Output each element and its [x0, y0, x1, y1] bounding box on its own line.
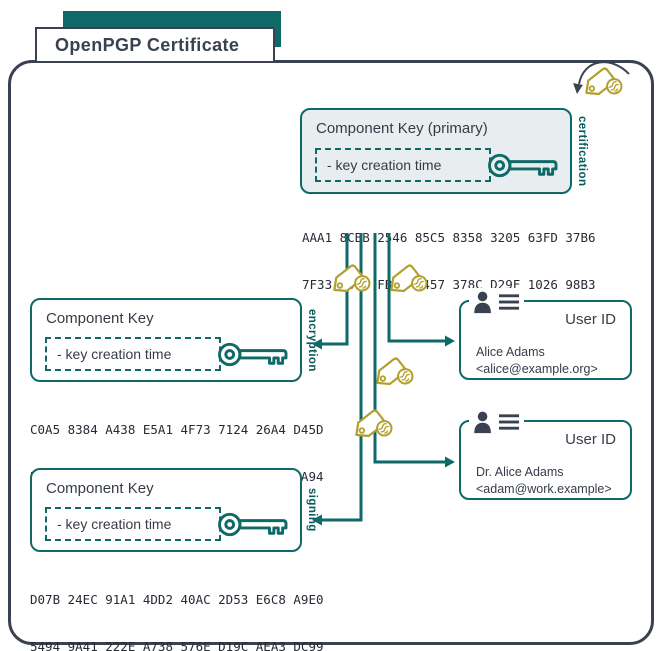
encryption-fingerprint-line1: C0A5 8384 A438 E5A1 4F73 7124 26A4 D45D	[30, 422, 324, 437]
encryption-key-creation-time: - key creation time	[45, 337, 221, 371]
user-id-name: Dr. Alice Adams	[476, 465, 564, 479]
signing-fingerprint-line2: 5494 9A41 222E A738 576E D19C AEA3 DC99	[30, 638, 324, 651]
encryption-key-box: Component Key - key creation time	[30, 298, 302, 382]
key-icon	[218, 342, 288, 367]
key-icon	[488, 153, 558, 178]
encryption-key-label: Component Key	[46, 310, 154, 327]
primary-key-box: Component Key (primary) - key creation t…	[300, 108, 572, 194]
signing-key-label: Component Key	[46, 480, 154, 497]
signing-key-box: Component Key - key creation time	[30, 468, 302, 552]
primary-key-label: Component Key (primary)	[316, 120, 488, 137]
signing-key-creation-time: - key creation time	[45, 507, 221, 541]
signing-fingerprint: D07B 24EC 91A1 4DD2 40AC 2D53 E6C8 A9E0 …	[30, 561, 324, 651]
list-icon	[499, 414, 520, 430]
person-icon	[474, 291, 491, 314]
person-icon	[474, 411, 491, 434]
role-label-encryption: encryption	[306, 308, 318, 372]
role-label-certification: certification	[576, 115, 588, 187]
diagram-title: OpenPGP Certificate	[35, 27, 275, 63]
user-id-box-2: User ID Dr. Alice Adams <adam@work.examp…	[459, 408, 632, 500]
key-icon	[218, 512, 288, 537]
user-id-email: <alice@example.org>	[476, 362, 598, 376]
primary-key-creation-time: - key creation time	[315, 148, 491, 182]
signing-fingerprint-line1: D07B 24EC 91A1 4DD2 40AC 2D53 E6C8 A9E0	[30, 592, 324, 607]
user-id-label: User ID	[565, 431, 616, 448]
primary-fingerprint-line2: 7F33 00F9 FB0E C457 378C D29F 1026 98B3	[302, 276, 596, 292]
primary-fingerprint-line1: AAA1 8CBB 2546 85C5 8358 3205 63FD 37B6	[302, 230, 596, 245]
certificate-boundary	[8, 60, 654, 645]
role-label-signing: signing	[306, 488, 318, 532]
user-id-label: User ID	[565, 311, 616, 328]
user-id-icons	[469, 288, 524, 316]
user-id-email: <adam@work.example>	[476, 482, 612, 496]
user-id-name: Alice Adams	[476, 345, 545, 359]
diagram-title-text: OpenPGP Certificate	[55, 34, 240, 55]
list-icon	[499, 294, 520, 310]
user-id-box-1: User ID Alice Adams <alice@example.org>	[459, 288, 632, 380]
user-id-icons	[469, 408, 524, 436]
